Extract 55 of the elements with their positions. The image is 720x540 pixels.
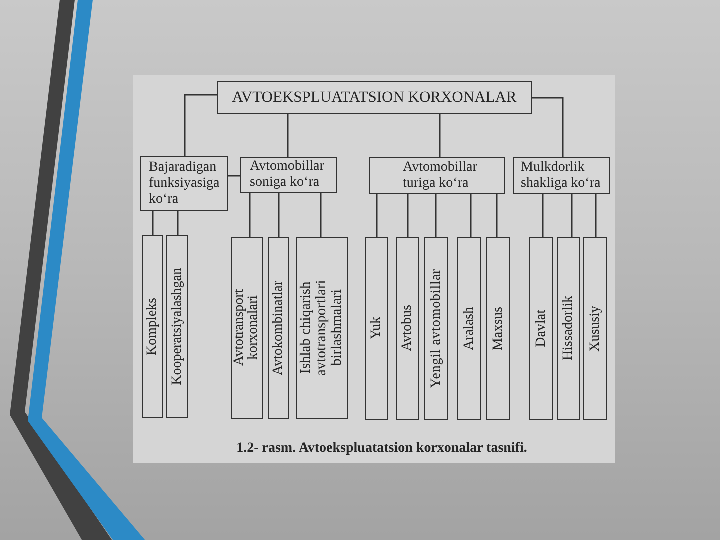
type-box bbox=[365, 237, 388, 420]
connector-line bbox=[287, 114, 289, 157]
type-box bbox=[296, 237, 348, 419]
category-box bbox=[240, 157, 337, 193]
box-label: Kooperatsiyalashgan bbox=[170, 268, 184, 386]
type-box bbox=[529, 237, 553, 420]
connector-line bbox=[249, 193, 251, 237]
box-label: Xususiy bbox=[588, 306, 602, 352]
figure-caption: 1.2- rasm. Avtoekspluatatsion korxonalar tasnifi. bbox=[236, 441, 528, 457]
connector-line bbox=[278, 193, 280, 237]
connector-line bbox=[320, 193, 322, 237]
box-label: Avtobus bbox=[400, 305, 415, 352]
box-label: Avtotransport korxonalari bbox=[233, 288, 261, 368]
type-box bbox=[268, 237, 289, 419]
connector-line bbox=[376, 194, 378, 237]
box-label: Davlat bbox=[534, 310, 548, 348]
type-box bbox=[424, 237, 448, 420]
connector-line bbox=[571, 194, 573, 237]
type-box bbox=[166, 235, 188, 418]
type-box bbox=[231, 237, 263, 419]
box-label: Bajaradigan funksiyasiga ko‘ra bbox=[148, 160, 221, 208]
box-label: Mulkdorlik shakliga ko‘ra bbox=[520, 160, 602, 192]
box-label: Avtomobillar soniga ko‘ra bbox=[249, 159, 326, 191]
connector-line bbox=[435, 194, 437, 237]
root-box bbox=[217, 81, 532, 114]
box-label: Hissadorlik bbox=[561, 296, 576, 361]
connector-line bbox=[595, 194, 597, 237]
category-box bbox=[140, 156, 228, 211]
connector-line bbox=[439, 114, 441, 157]
type-box bbox=[457, 237, 481, 420]
category-box bbox=[369, 157, 505, 194]
box-label: Yengil avtomobillar bbox=[428, 268, 444, 388]
box-label: Maxsus bbox=[490, 306, 506, 350]
box-label: Aralash bbox=[462, 306, 476, 350]
box-label: Kompleks bbox=[145, 298, 160, 356]
connector-line bbox=[177, 211, 179, 235]
box-label: Avtomobillar turiga ko‘ra bbox=[402, 160, 478, 192]
box-label: AVTOEKSPLUATATSION KORXONALAR bbox=[232, 89, 517, 106]
connector-line bbox=[407, 194, 409, 237]
type-box bbox=[142, 235, 163, 418]
connector-line bbox=[496, 194, 498, 237]
type-box bbox=[583, 237, 607, 420]
connector-line bbox=[228, 175, 240, 177]
connector-line bbox=[470, 194, 472, 237]
type-box bbox=[557, 237, 580, 420]
box-label: Ishlab chiqarish avtotransportlari birlashmalari bbox=[298, 279, 346, 378]
connector-line bbox=[542, 194, 544, 237]
box-label: Avtokombinatlar bbox=[271, 280, 286, 376]
type-box bbox=[486, 237, 510, 420]
type-box bbox=[396, 237, 419, 420]
connector-line bbox=[152, 211, 154, 235]
connector-line bbox=[532, 97, 564, 157]
box-label: Yuk bbox=[369, 317, 384, 340]
category-box bbox=[513, 157, 610, 194]
connector-line bbox=[184, 94, 217, 156]
